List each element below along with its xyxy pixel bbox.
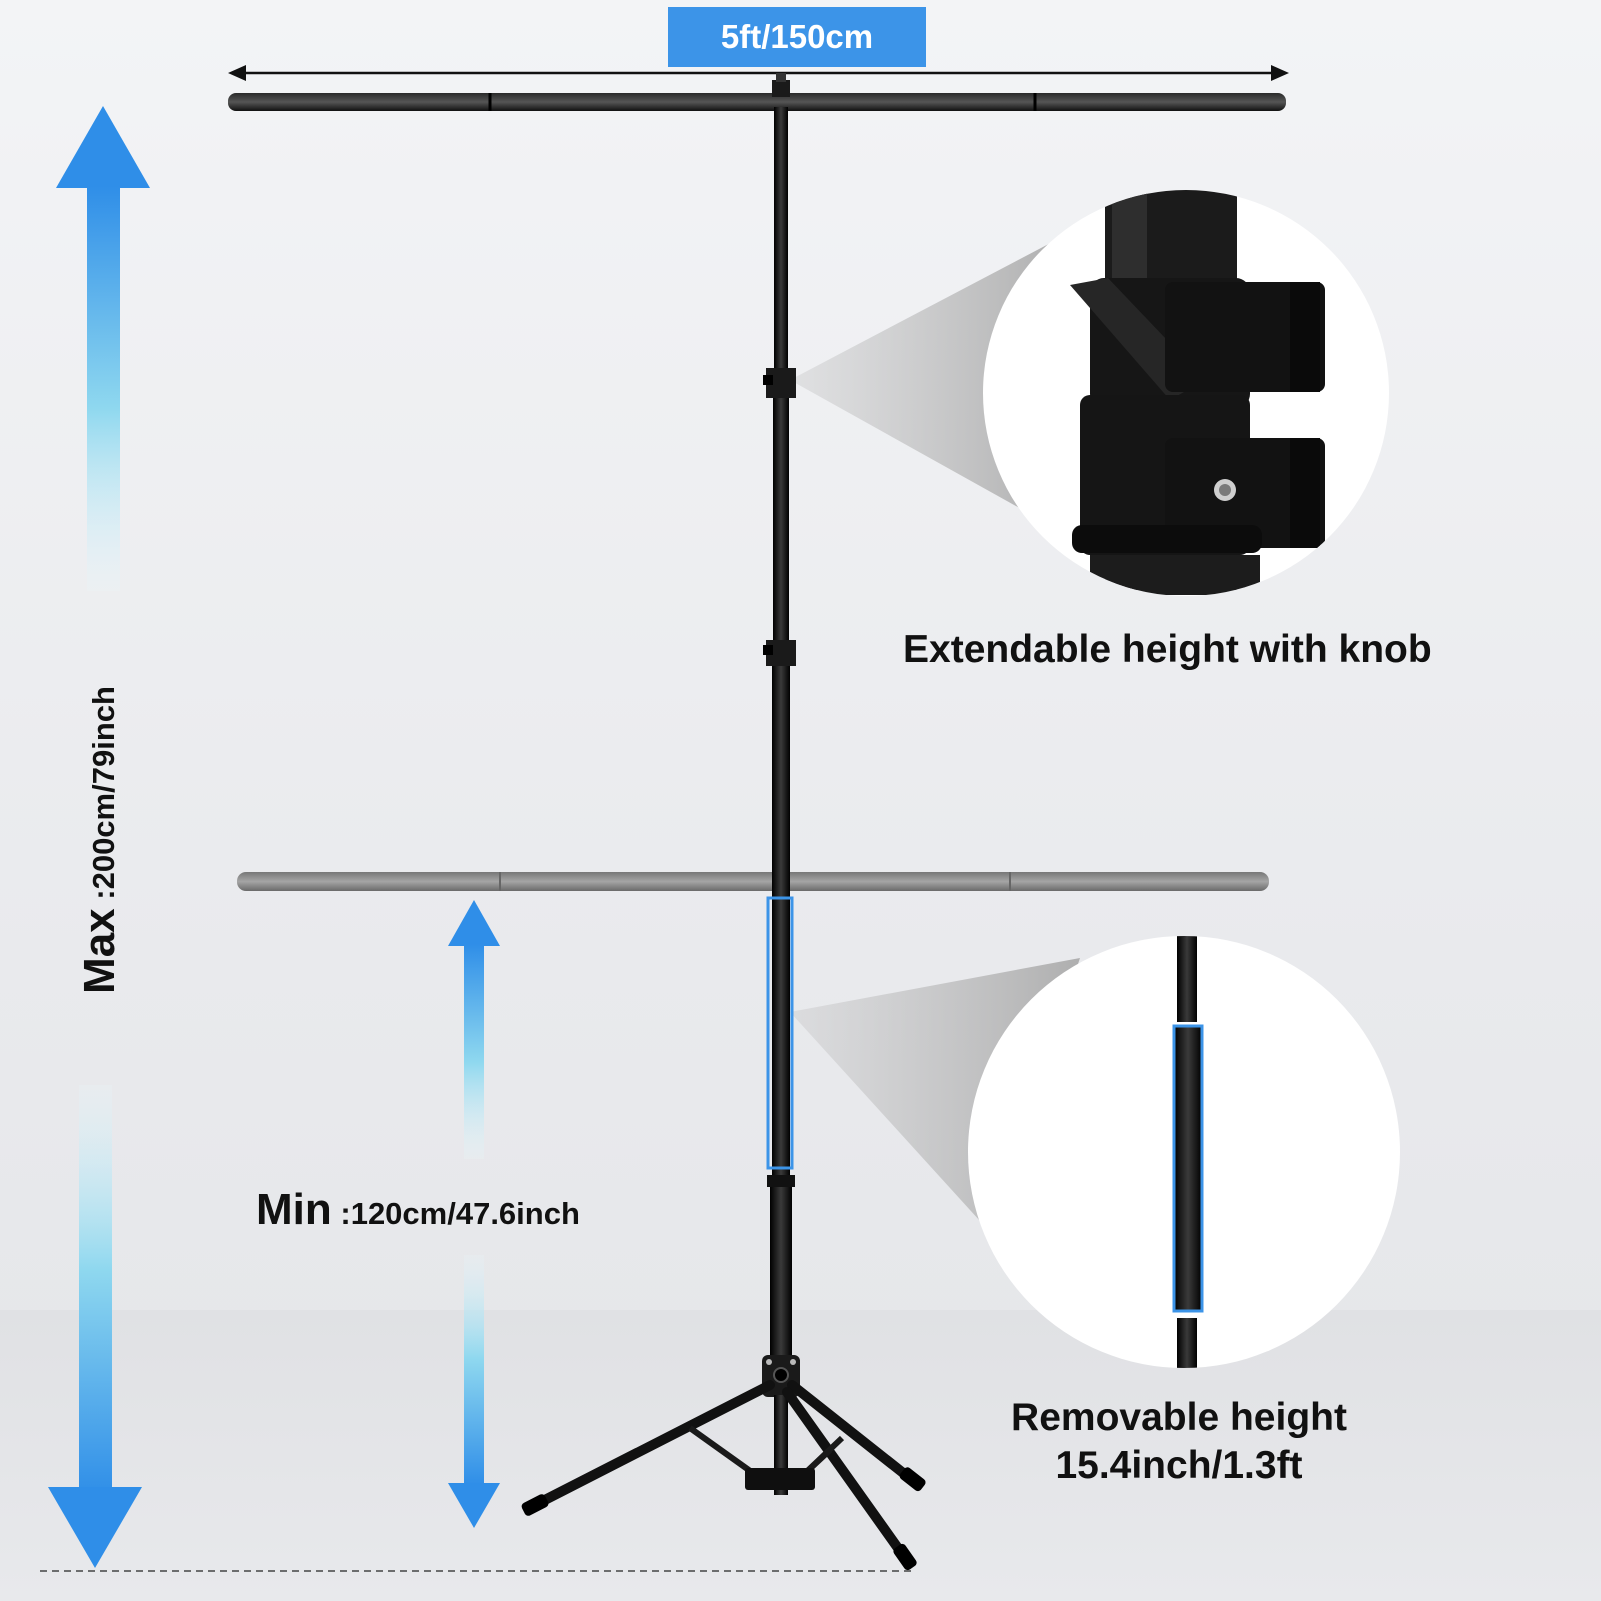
max-height-label: Max :200cm/79inch bbox=[75, 686, 125, 994]
crossbar-max bbox=[228, 73, 1286, 111]
main-pole bbox=[763, 107, 796, 1365]
knob-detail-circle bbox=[983, 190, 1389, 596]
crossbar-min bbox=[237, 872, 1269, 891]
max-height-title: Max bbox=[75, 908, 124, 994]
removable-caption: Removable height 15.4inch/1.3ft bbox=[974, 1394, 1384, 1490]
floor bbox=[0, 1310, 1601, 1601]
max-height-value: :200cm/79inch bbox=[86, 686, 121, 909]
max-height-arrow bbox=[48, 106, 150, 1568]
removable-caption-line1: Removable height bbox=[1011, 1396, 1347, 1439]
width-label: 5ft/150cm bbox=[668, 7, 926, 67]
min-height-label: Min :120cm/47.6inch bbox=[256, 1185, 580, 1235]
min-height-title: Min bbox=[256, 1185, 332, 1234]
joint-detail-circle bbox=[968, 936, 1400, 1368]
tripod-base bbox=[521, 1355, 926, 1571]
min-height-arrow bbox=[448, 900, 500, 1528]
removable-caption-line2: 15.4inch/1.3ft bbox=[1055, 1444, 1303, 1487]
width-arrow bbox=[228, 65, 1289, 81]
min-height-value: :120cm/47.6inch bbox=[331, 1196, 580, 1231]
knob-caption: Extendable height with knob bbox=[903, 628, 1432, 671]
